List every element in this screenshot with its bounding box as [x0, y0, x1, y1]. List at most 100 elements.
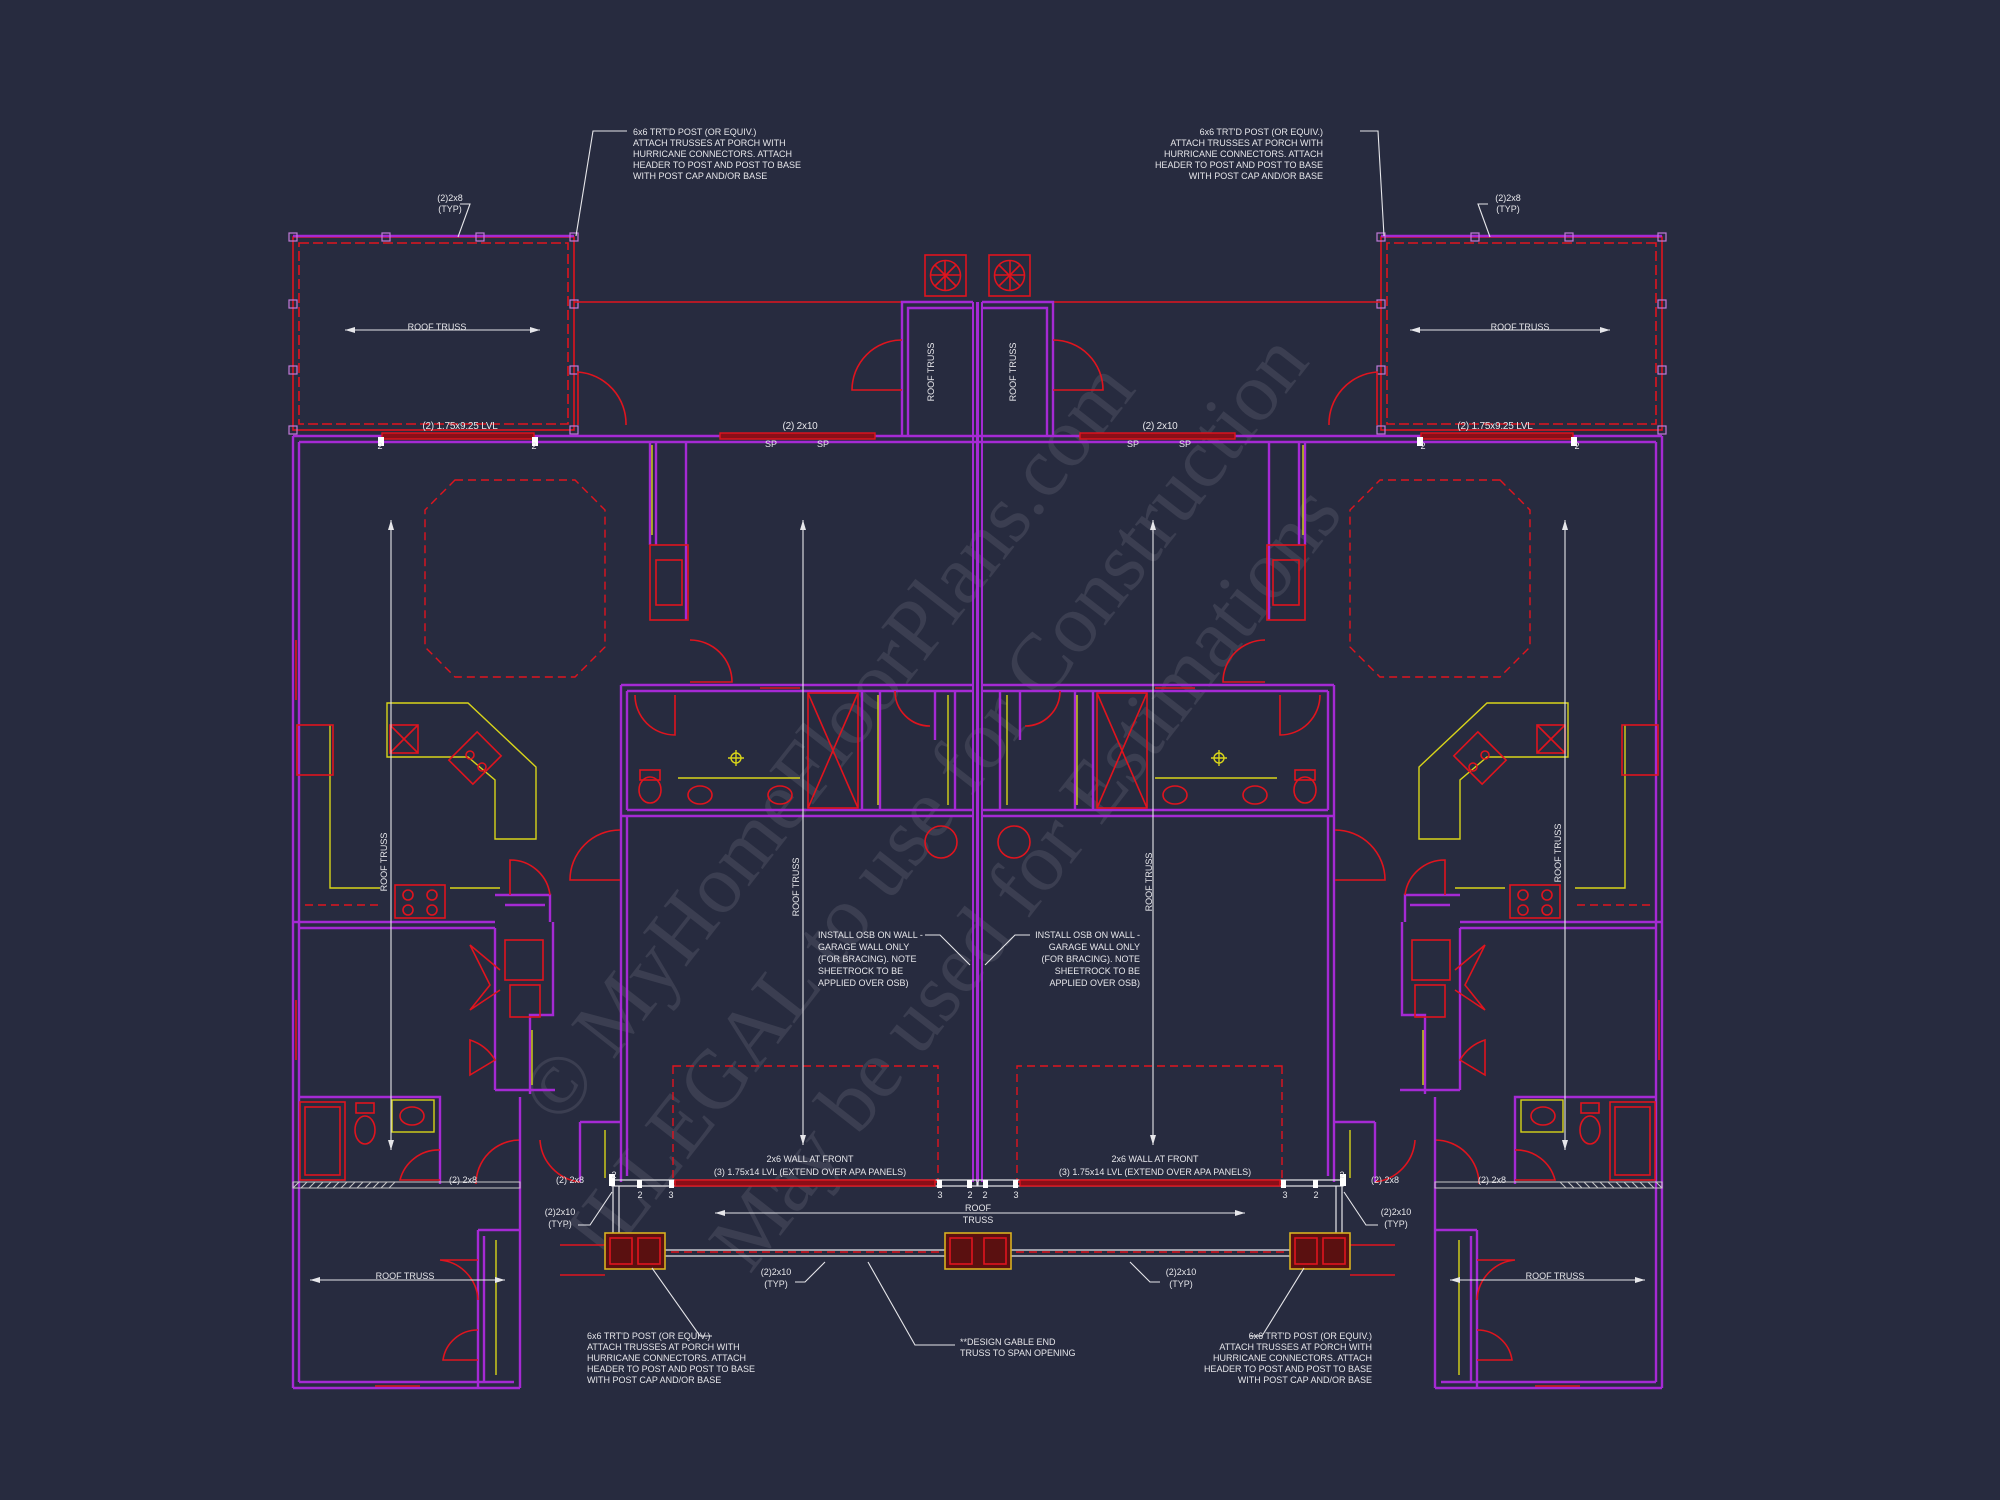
plan-annotation-text: (3) 1.75x14 LVL (EXTEND OVER APA PANELS) [1059, 1167, 1251, 1177]
plan-annotation-text: (3) 1.75x14 LVL (EXTEND OVER APA PANELS) [714, 1167, 906, 1177]
plan-annotation-text: ATTACH TRUSSES AT PORCH WITH [633, 138, 786, 148]
plan-annotation-text: HURRICANE CONNECTORS. ATTACH [1213, 1353, 1372, 1363]
plan-annotation-text: GARAGE WALL ONLY [818, 942, 909, 952]
plan-annotation-text: HEADER TO POST AND POST TO BASE [633, 160, 801, 170]
plan-annotation-text: WITH POST CAP AND/OR BASE [633, 171, 767, 181]
plan-annotation-text: (2) 1.75x9.25 LVL [1457, 421, 1533, 432]
plan-annotation-text: (TYP) [438, 204, 462, 214]
plan-annotation-text: HURRICANE CONNECTORS. ATTACH [1164, 149, 1323, 159]
front-header-labels: 2x6 WALL AT FRONT (3) 1.75x14 LVL (EXTEN… [449, 1154, 1506, 1200]
center-porch-post [944, 1232, 1012, 1270]
plan-annotation-text: SHEETROCK TO BE [1055, 966, 1140, 976]
note-osb-right: INSTALL OSB ON WALL - GARAGE WALL ONLY (… [1035, 930, 1140, 988]
note-gable-end: **DESIGN GABLE END TRUSS TO SPAN OPENING [960, 1337, 1076, 1358]
plan-annotation-text: SHEETROCK TO BE [818, 966, 903, 976]
plan-annotation-text: 2 [982, 1190, 987, 1200]
plan-annotation-text: SP [765, 439, 777, 449]
plan-annotation-text: HEADER TO POST AND POST TO BASE [587, 1364, 755, 1374]
plan-annotation-text: SP [1179, 439, 1191, 449]
plan-annotation-text: (TYP) [1496, 204, 1520, 214]
plan-annotation-text: (2) 2x10 [1142, 421, 1178, 432]
plan-annotation-text: 2x6 WALL AT FRONT [1111, 1154, 1199, 1164]
plan-annotation-text: ROOF TRUSS [408, 322, 467, 332]
arrowheads [310, 305, 1645, 1283]
plan-annotation-text: TRUSS TO SPAN OPENING [960, 1348, 1076, 1358]
plan-annotation-text: INSTALL OSB ON WALL - [1035, 930, 1140, 940]
plan-annotation-text: 2 [1339, 1170, 1344, 1180]
plan-annotation-text: 6x6 TRT'D POST (OR EQUIV.) [587, 1331, 710, 1341]
plan-annotation-text: APPLIED OVER OSB) [818, 978, 909, 988]
plan-annotation-text: ATTACH TRUSSES AT PORCH WITH [587, 1342, 740, 1352]
plan-annotation-text: 2 [1313, 1190, 1318, 1200]
plan-annotation-text: (TYP) [764, 1279, 788, 1289]
plan-annotation-text: 6x6 TRT'D POST (OR EQUIV.) [633, 127, 756, 137]
plan-annotation-text: 3 [668, 1190, 673, 1200]
plan-annotation-text: 6x6 TRT'D POST (OR EQUIV.) [1200, 127, 1323, 137]
plan-annotation-text: WITH POST CAP AND/OR BASE [587, 1375, 721, 1385]
plan-annotation-text: ROOF TRUSS [1008, 343, 1018, 402]
plan-annotation-text: GARAGE WALL ONLY [1049, 942, 1140, 952]
plan-annotation-text: 3 [1013, 1190, 1018, 1200]
plan-annotation-text: 2 [1574, 441, 1579, 451]
plan-annotation-text: (2) 2x8 [449, 1175, 477, 1185]
plan-annotation-text: (2)2x10 [761, 1267, 792, 1277]
plan-annotation-text: APPLIED OVER OSB) [1049, 978, 1140, 988]
note-post-top-right: 6x6 TRT'D POST (OR EQUIV.) ATTACH TRUSSE… [1155, 127, 1323, 181]
plan-annotation-text: 6x6 TRT'D POST (OR EQUIV.) [1249, 1331, 1372, 1341]
plan-annotation-text: 2 [377, 441, 382, 451]
plan-annotation-text: ATTACH TRUSSES AT PORCH WITH [1219, 1342, 1372, 1352]
plan-annotation-text: (TYP) [1169, 1279, 1193, 1289]
plan-annotation-text: ROOF [965, 1203, 992, 1213]
plan-annotation-text: SP [1127, 439, 1139, 449]
plan-annotation-text: (2)2x8 [1495, 193, 1521, 203]
porch-labels: ROOF TRUSS (2)2x10 (TYP) (2)2x10 (TYP) (… [376, 1203, 1585, 1289]
porch-beam-labels: (2)2x8 (TYP) (2)2x8 (TYP) ROOF TRUSS ROO… [408, 193, 1550, 332]
plan-annotation-text: ROOF TRUSS [791, 858, 801, 917]
leader-lines [310, 130, 1645, 1346]
plan-annotation-text: (2) 2x8 [1478, 1175, 1506, 1185]
plan-annotation-text: 2 [637, 1190, 642, 1200]
plan-annotation-text: (2)2x10 [1166, 1267, 1197, 1277]
plan-annotation-text: (2)2x10 [545, 1207, 576, 1217]
plan-annotation-text: ROOF TRUSS [379, 833, 389, 892]
note-post-bottom-left: 6x6 TRT'D POST (OR EQUIV.) ATTACH TRUSSE… [587, 1331, 755, 1385]
plan-annotation-text: (2)2x10 [1381, 1207, 1412, 1217]
plan-annotation-text: 2 [531, 441, 536, 451]
plan-annotation-text: 2 [1420, 441, 1425, 451]
plan-annotation-text: 2 [967, 1190, 972, 1200]
plan-annotation-text: **DESIGN GABLE END [960, 1337, 1056, 1347]
plan-annotation-text: INSTALL OSB ON WALL - [818, 930, 923, 940]
plan-annotation-text: ROOF TRUSS [926, 343, 936, 402]
vertical-roof-truss-labels: ROOF TRUSS ROOF TRUSS ROOF TRUSS ROOF TR… [379, 343, 1563, 917]
plan-annotation-text: WITH POST CAP AND/OR BASE [1189, 171, 1323, 181]
plan-annotation-text: 3 [937, 1190, 942, 1200]
plan-annotation-text: (FOR BRACING). NOTE [1042, 954, 1141, 964]
plan-annotation-text: ATTACH TRUSSES AT PORCH WITH [1170, 138, 1323, 148]
plan-annotation-text: (TYP) [548, 1219, 572, 1229]
plan-annotation-text: HEADER TO POST AND POST TO BASE [1204, 1364, 1372, 1374]
plan-annotation-text: ROOF TRUSS [1144, 853, 1154, 912]
plan-annotation-text: 3 [1282, 1190, 1287, 1200]
plan-annotation-text: HEADER TO POST AND POST TO BASE [1155, 160, 1323, 170]
plan-annotation-text: (2)2x8 [437, 193, 463, 203]
plan-annotation-text: SP [817, 439, 829, 449]
plan-annotation-text: HURRICANE CONNECTORS. ATTACH [587, 1353, 746, 1363]
plan-annotation-text: 2 [611, 1170, 616, 1180]
plan-annotation-text: (2) 1.75x9.25 LVL [422, 421, 498, 432]
plan-annotation-text: ROOF TRUSS [1553, 824, 1563, 883]
plan-annotation-text: (2) 2x8 [1371, 1175, 1399, 1185]
plan-annotation-text: ROOF TRUSS [376, 1271, 435, 1281]
plan-annotation-text: ROOF TRUSS [1491, 322, 1550, 332]
plan-annotation-text: 2x6 WALL AT FRONT [766, 1154, 854, 1164]
plan-annotation-text: (2) 2x10 [782, 421, 818, 432]
note-post-bottom-right: 6x6 TRT'D POST (OR EQUIV.) ATTACH TRUSSE… [1204, 1331, 1372, 1385]
plan-annotation-text: (TYP) [1384, 1219, 1408, 1229]
plan-annotation-text: WITH POST CAP AND/OR BASE [1238, 1375, 1372, 1385]
note-osb-left: INSTALL OSB ON WALL - GARAGE WALL ONLY (… [818, 930, 923, 988]
plan-annotation-text: HURRICANE CONNECTORS. ATTACH [633, 149, 792, 159]
plan-annotation-text: ROOF TRUSS [1526, 1271, 1585, 1281]
plan-annotation-text: (2) 2x8 [556, 1175, 584, 1185]
rear-header-labels: (2) 1.75x9.25 LVL (2) 1.75x9.25 LVL (2) … [377, 421, 1579, 451]
plan-annotation-text: TRUSS [963, 1215, 994, 1225]
